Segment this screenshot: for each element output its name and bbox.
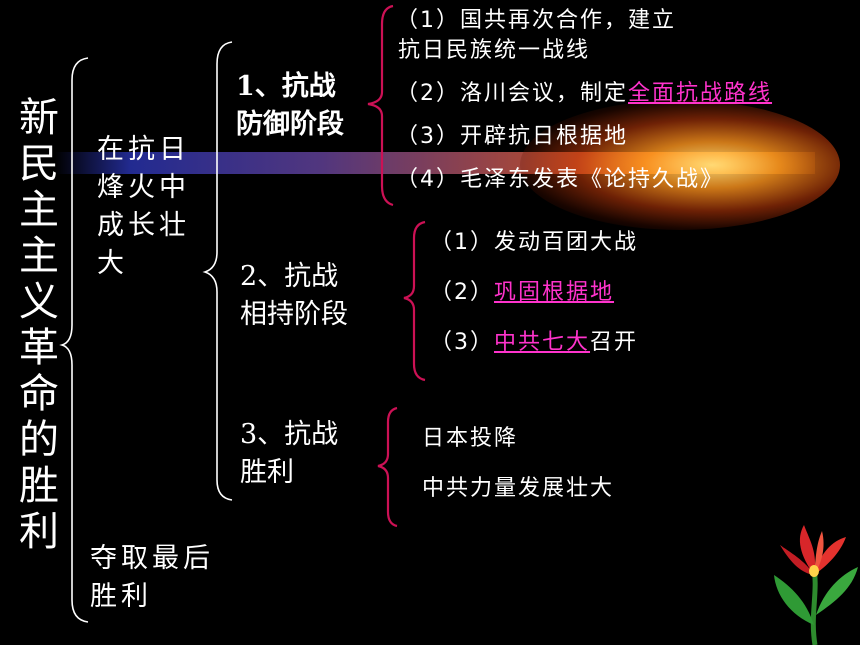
- item-number: （2）: [430, 280, 494, 305]
- stage2-item-2: （2）巩固根据地: [430, 278, 638, 308]
- stage3-label: 3、抗战 胜利: [240, 416, 338, 492]
- branch1-line: 在抗日: [97, 134, 190, 165]
- stage1-line: 1、抗战: [236, 71, 336, 102]
- title-char: 革: [19, 325, 59, 371]
- stage1-brace: [367, 4, 394, 207]
- title-char: 主: [19, 233, 59, 279]
- decorative-light-flare: [520, 100, 840, 230]
- stage3-item-1: 日本投降: [422, 426, 519, 451]
- item-number: （4）: [396, 167, 460, 192]
- stage1-item-1-cont: 抗日民族统一战线: [398, 38, 591, 63]
- item-text: 毛泽东发表《论持久战》: [460, 167, 725, 192]
- stage1-item-2: （2）洛川会议，制定全面抗战路线: [396, 79, 772, 109]
- link-consolidate-base[interactable]: 巩固根据地: [494, 280, 615, 305]
- item-number: （3）: [396, 124, 460, 149]
- title-char: 义: [19, 279, 59, 325]
- branch1-line: 烽火中: [97, 172, 190, 203]
- stage2-item-3: （3）中共七大召开: [430, 328, 638, 358]
- branch2-label: 夺取最后 胜利: [90, 540, 214, 616]
- item-text: 国共再次合作，建立: [460, 8, 677, 33]
- stage1-item-3: （3）开辟抗日根据地: [396, 122, 772, 152]
- branch1-label: 在抗日 烽火中 成长壮 大: [97, 131, 190, 283]
- main-title: 新 民 主 主 义 革 命 的 胜 利: [14, 95, 64, 555]
- stage3-brace: [377, 406, 398, 528]
- stage2-items: （1）发动百团大战 （2）巩固根据地 （3）中共七大召开: [430, 228, 638, 358]
- title-char: 主: [19, 187, 59, 233]
- flower-decoration: [774, 525, 858, 645]
- branch1-line: 大: [97, 248, 128, 279]
- stage1-item-1: （1）国共再次合作，建立: [396, 6, 772, 36]
- item-number: （1）: [396, 8, 460, 33]
- stage1-label: 1、抗战 防御阶段: [236, 68, 344, 144]
- title-char: 命: [19, 371, 59, 417]
- link-full-war-line[interactable]: 全面抗战路线: [628, 81, 773, 106]
- stage1-items: （1）国共再次合作，建立 抗日民族统一战线 （2）洛川会议，制定全面抗战路线 （…: [396, 6, 772, 195]
- stage2-item-1: （1）发动百团大战: [430, 228, 638, 258]
- link-seventh-congress[interactable]: 中共七大: [494, 330, 591, 355]
- stage3-line: 胜利: [240, 457, 294, 488]
- title-char: 新: [19, 95, 59, 141]
- title-char: 的: [19, 417, 59, 463]
- item-text: 洛川会议，制定: [460, 81, 629, 106]
- stage2-line: 相持阶段: [240, 299, 348, 330]
- item-number: （1）: [430, 230, 494, 255]
- stage3-line: 3、抗战: [240, 419, 339, 450]
- title-char: 胜: [19, 463, 59, 509]
- stage1-item-4: （4）毛泽东发表《论持久战》: [396, 165, 772, 195]
- stage2-brace: [403, 220, 426, 382]
- item-number: （2）: [396, 81, 460, 106]
- stage1-line: 防御阶段: [236, 109, 344, 140]
- item-number: （3）: [430, 330, 494, 355]
- branch2-line: 夺取最后: [90, 543, 214, 574]
- stage3-item-2: 中共力量发展壮大: [422, 476, 615, 501]
- item-text: 开辟抗日根据地: [460, 124, 629, 149]
- branch2-line: 胜利: [90, 581, 152, 612]
- stage2-label: 2、抗战 相持阶段: [240, 258, 348, 334]
- title-char: 利: [19, 509, 59, 555]
- branch1-brace: [202, 41, 233, 501]
- main-brace: [59, 57, 89, 623]
- title-char: 民: [19, 141, 59, 187]
- branch1-line: 成长壮: [97, 210, 190, 241]
- item-text: 召开: [590, 330, 639, 355]
- stage3-items: 日本投降 中共力量发展壮大: [422, 424, 614, 504]
- item-text: 发动百团大战: [494, 230, 639, 255]
- stage2-line: 2、抗战: [240, 261, 339, 292]
